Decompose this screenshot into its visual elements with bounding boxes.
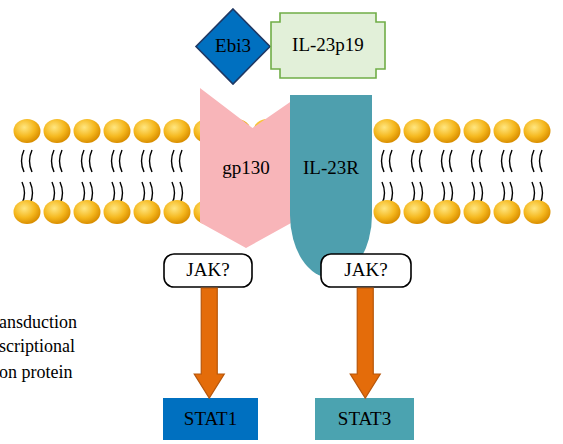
ligand-diamond-fill (196, 9, 270, 84)
node-label: STAT3 (315, 407, 414, 431)
stat-box-fill (315, 398, 414, 440)
ligand-subunit: IL-23p19 (270, 12, 386, 79)
stat-box-fill (163, 398, 258, 440)
signal-arrow (350, 288, 380, 398)
ligand-diamond: Ebi3 (195, 8, 271, 85)
node-label: Ebi3 (195, 34, 271, 58)
kinase-box: JAK? (163, 253, 253, 288)
cut-off-note: on protein (0, 361, 73, 383)
node-label: IL-23p19 (270, 33, 386, 57)
receptor-chain-fill (200, 88, 292, 248)
node-label: JAK? (320, 258, 412, 282)
kinase-box: JAK? (320, 253, 412, 288)
stat-box: STAT1 (163, 398, 258, 440)
receptor-chain-fill (290, 95, 372, 278)
stat-box: STAT3 (315, 398, 414, 440)
ligand-subunit-fill (271, 13, 385, 78)
receptor-chain: gp130 (200, 88, 292, 248)
cut-off-note: ansduction (0, 311, 77, 333)
node-label: JAK? (163, 258, 253, 282)
kinase-box-fill (321, 254, 411, 287)
kinase-box-fill (164, 254, 252, 287)
receptor-chain-outline (290, 95, 372, 278)
node-label: STAT1 (163, 407, 258, 431)
node-label: IL-23R (290, 156, 372, 180)
node-label: gp130 (200, 156, 292, 180)
cut-off-note: scriptional (0, 335, 75, 357)
signal-arrow (194, 288, 224, 398)
receptor-chain: IL-23R (290, 95, 372, 278)
